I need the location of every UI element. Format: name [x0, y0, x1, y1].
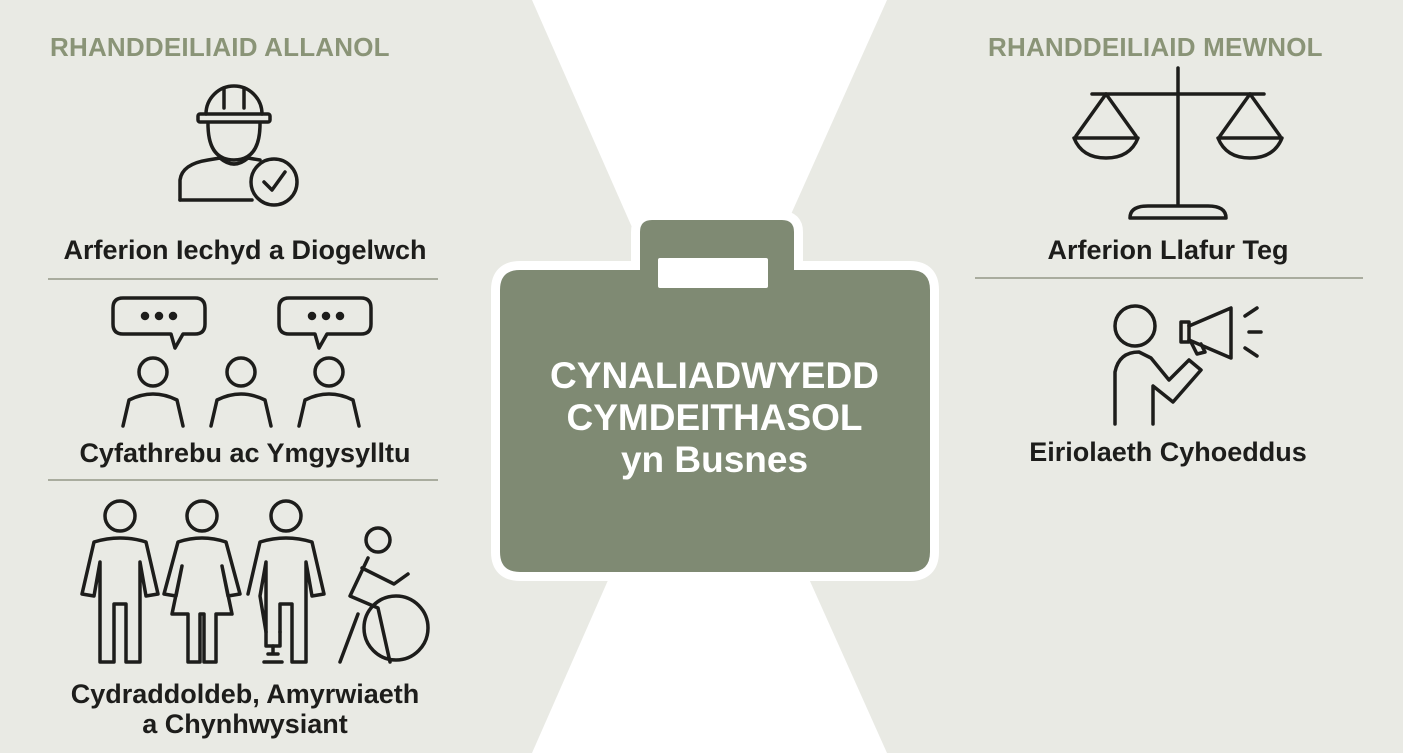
divider — [975, 277, 1363, 279]
label-public-advocacy: Eiriolaeth Cyhoeddus — [1029, 437, 1307, 467]
diverse-people-icon — [78, 496, 438, 671]
label-fair-labour: Arferion Llafur Teg — [1047, 235, 1289, 265]
person-megaphone-icon — [1105, 296, 1265, 426]
internal-heading: RHANDDEILIAID MEWNOL — [988, 32, 1323, 62]
construction-worker-check-icon — [168, 72, 318, 222]
scales-icon — [1068, 66, 1288, 231]
briefcase-shape — [491, 211, 939, 581]
label-equality-line1: Cydraddoldeb, Amyrwiaeth — [70, 679, 420, 709]
center-title-line1: CYNALIADWYEDD — [550, 355, 879, 396]
center-title-line2: CYMDEITHASOL — [566, 397, 863, 438]
divider — [48, 479, 438, 481]
center-title: CYNALIADWYEDD CYMDEITHASOL yn Busnes — [512, 355, 917, 481]
external-panel — [0, 0, 642, 753]
people-talking-icon — [105, 296, 375, 431]
divider — [48, 278, 438, 280]
external-heading: RHANDDEILIAID ALLANOL — [50, 32, 390, 62]
label-health-safety: Arferion Iechyd a Diogelwch — [63, 235, 427, 265]
center-title-line3: yn Busnes — [620, 439, 809, 480]
briefcase-icon — [490, 210, 940, 585]
label-communication: Cyfathrebu ac Ymgysylltu — [79, 438, 411, 468]
label-equality-line2: a Chynhwysiant — [142, 709, 348, 739]
